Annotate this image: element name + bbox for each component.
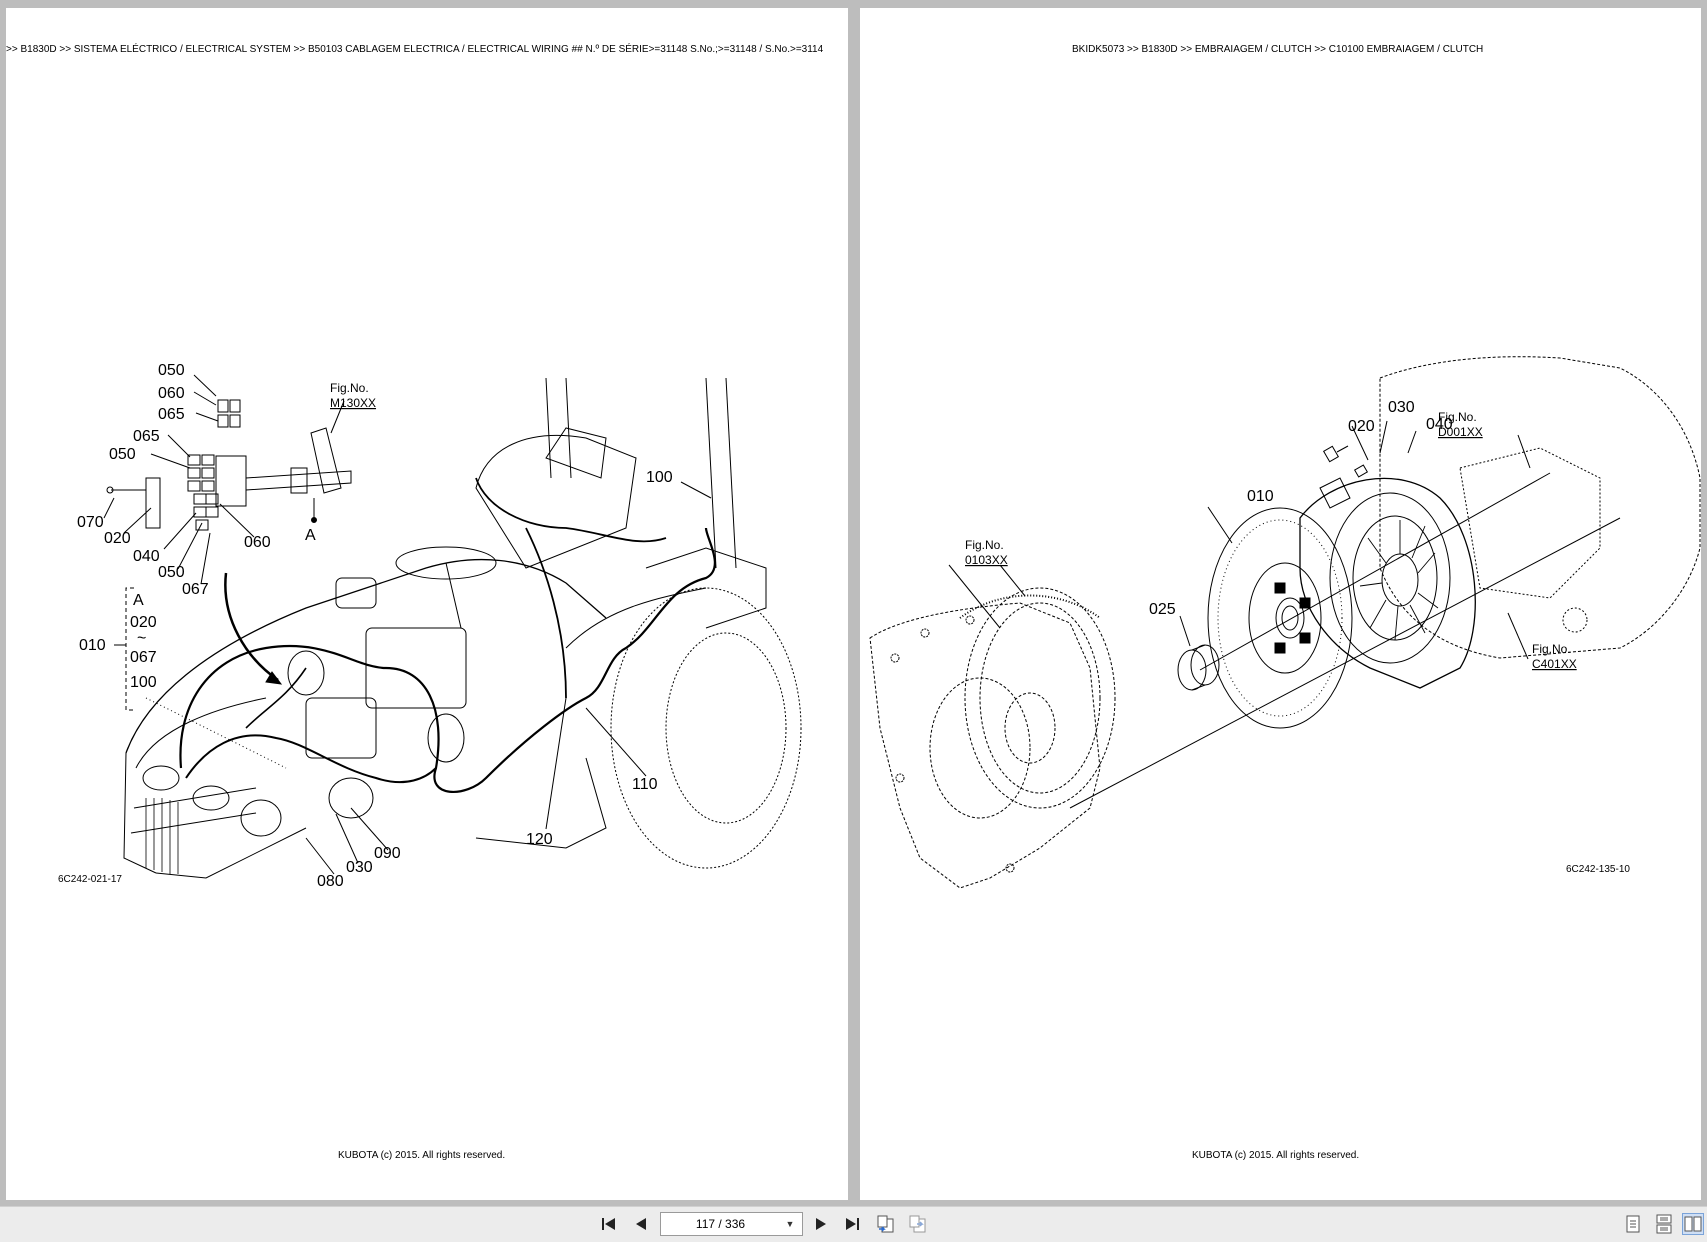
group-range-end: 067 <box>130 649 157 666</box>
callout-040: 040 <box>1426 416 1453 433</box>
fig-ref-2-label: Fig.No. <box>965 538 1004 552</box>
callout-025: 025 <box>1149 601 1176 618</box>
callout-040: 040 <box>133 548 160 565</box>
callout-120: 120 <box>526 831 553 848</box>
group-range-extra: 100 <box>130 674 157 691</box>
next-page-icon[interactable] <box>810 1213 832 1235</box>
group-range-start: 020 <box>130 614 157 631</box>
clutch-diagram: 010 020 030 040 025 Fig.No. D001XX Fig.N… <box>869 356 1701 889</box>
callout-070: 070 <box>77 514 104 531</box>
callout-010: 010 <box>1247 488 1274 505</box>
electrical-wiring-diagram: 050 060 065 065 050 070 020 040 050 067 … <box>58 362 802 890</box>
fig-ref-label: Fig.No. <box>330 381 369 395</box>
continuous-view-icon[interactable] <box>1653 1213 1675 1235</box>
callout-065a: 065 <box>158 406 185 423</box>
callout-090: 090 <box>374 845 401 862</box>
callout-030: 030 <box>1388 399 1415 416</box>
callout-100: 100 <box>646 469 673 486</box>
callout-080: 080 <box>317 873 344 890</box>
callout-060b: 060 <box>244 534 271 551</box>
callout-050a: 050 <box>158 362 185 379</box>
callout-050c: 050 <box>158 564 185 581</box>
inset-letter-a: A <box>305 527 316 544</box>
diagram-code: 6C242-135-10 <box>1566 864 1630 875</box>
two-page-view-icon[interactable] <box>1682 1213 1704 1235</box>
diagram-code: 6C242-021-17 <box>58 874 122 885</box>
prev-page-icon[interactable] <box>630 1213 652 1235</box>
fig-ref-value: M130XX <box>330 396 376 410</box>
callout-060a: 060 <box>158 385 185 402</box>
left-page-breadcrumb: >> B1830D >> SISTEMA ELÉCTRICO / ELECTRI… <box>6 44 824 55</box>
callout-020: 020 <box>1348 418 1375 435</box>
right-page: BKIDK5073 >> B1830D >> EMBRAIAGEM / CLUT… <box>860 8 1701 1200</box>
callout-110: 110 <box>632 776 658 793</box>
group-label-a: A <box>133 592 144 609</box>
fig-ref-1-value: D001XX <box>1438 425 1483 439</box>
fig-ref-3-value: C401XX <box>1532 657 1577 671</box>
go-back-icon[interactable] <box>875 1213 897 1235</box>
first-page-icon[interactable] <box>598 1213 620 1235</box>
go-forward-icon[interactable] <box>907 1213 929 1235</box>
viewer-toolbar: ▼ <box>0 1206 1707 1242</box>
fig-ref-3-label: Fig.No. <box>1532 642 1571 656</box>
fig-ref-2-value: 0103XX <box>965 553 1008 567</box>
page-number-field[interactable]: ▼ <box>660 1212 803 1236</box>
left-page-copyright: KUBOTA (c) 2015. All rights reserved. <box>338 1150 506 1161</box>
right-page-copyright: KUBOTA (c) 2015. All rights reserved. <box>1192 1150 1360 1161</box>
callout-030: 030 <box>346 859 373 876</box>
chevron-down-icon[interactable]: ▼ <box>785 1219 795 1229</box>
page-number-input[interactable] <box>661 1216 780 1232</box>
last-page-icon[interactable] <box>841 1213 863 1235</box>
group-range-tilde: ~ <box>137 630 146 647</box>
single-page-view-icon[interactable] <box>1622 1213 1644 1235</box>
callout-010: 010 <box>79 637 106 654</box>
left-page: >> B1830D >> SISTEMA ELÉCTRICO / ELECTRI… <box>6 8 848 1200</box>
right-page-breadcrumb: BKIDK5073 >> B1830D >> EMBRAIAGEM / CLUT… <box>1072 44 1484 55</box>
callout-020: 020 <box>104 530 131 547</box>
callout-050b: 050 <box>109 446 136 463</box>
fig-ref-1-label: Fig.No. <box>1438 410 1477 424</box>
callout-065b: 065 <box>133 428 160 445</box>
callout-067: 067 <box>182 581 209 598</box>
